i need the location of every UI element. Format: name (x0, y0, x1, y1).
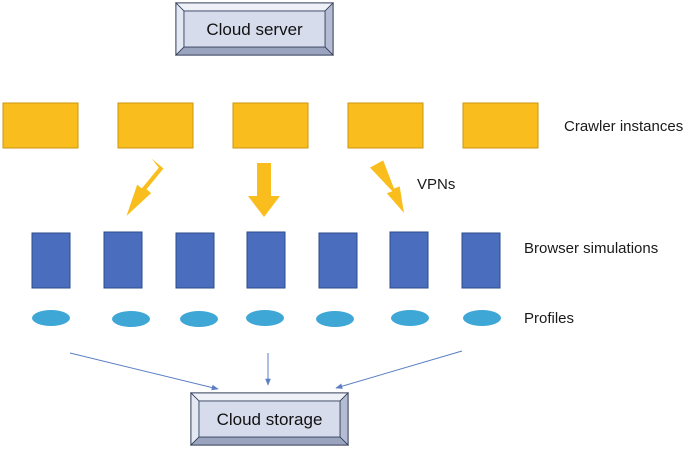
browser-simulation (31, 232, 71, 289)
profile (316, 311, 354, 327)
cloud-storage-box: Cloud storage (190, 392, 349, 446)
storage-flow-arrows (69, 350, 463, 391)
profile (112, 311, 150, 327)
browser-simulation (103, 231, 143, 289)
profile (32, 310, 70, 326)
browser-simulation (389, 231, 429, 289)
crawler-instance (462, 102, 539, 149)
crawler-instances (2, 102, 539, 149)
cloud-server-label: Cloud server (206, 20, 303, 39)
cloud-server-box: Cloud server (175, 2, 334, 56)
vpn-arrows (126, 158, 404, 217)
crawler-instances-label: Crawler instances (564, 118, 684, 135)
crawler-instance (2, 102, 79, 149)
cloud-storage-label: Cloud storage (217, 410, 323, 429)
browser-simulation (318, 232, 358, 289)
flow-arrow (335, 350, 463, 389)
crawler-instance (117, 102, 194, 149)
vpn-arrow (248, 163, 280, 217)
browser-simulations (31, 231, 501, 289)
browser-simulation (461, 232, 501, 289)
vpns-label: VPNs (417, 176, 456, 193)
profile (463, 310, 501, 326)
profile (180, 311, 218, 327)
browser-simulation (246, 231, 286, 289)
profiles-label: Profiles (524, 310, 575, 327)
crawler-instance (347, 102, 424, 149)
profile (246, 310, 284, 326)
vpn-arrow (370, 160, 404, 213)
browser-simulation (175, 232, 215, 289)
profiles (32, 310, 501, 327)
crawler-instance (232, 102, 309, 149)
vpn-arrow (126, 158, 164, 216)
browser-simulations-label: Browser simulations (524, 240, 659, 257)
flow-arrow (69, 352, 219, 391)
profile (391, 310, 429, 326)
